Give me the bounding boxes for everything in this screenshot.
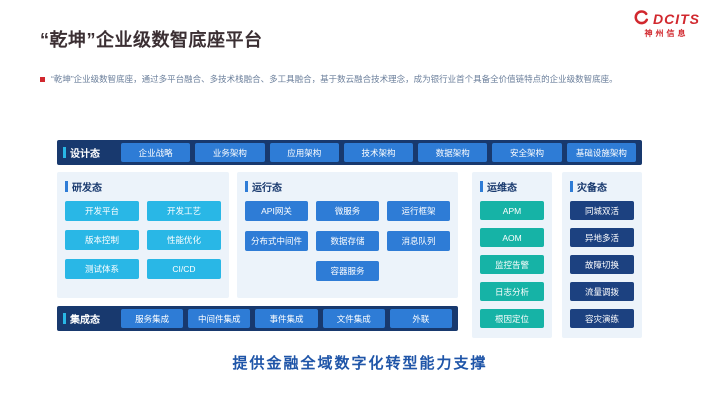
- ops-panel-label: 运维态: [480, 179, 544, 194]
- runtime-panel-items: API网关 微服务 运行框架 分布式中间件 数据存储 消息队列 容器服务: [245, 201, 450, 281]
- runtime-chip: 容器服务: [316, 261, 379, 281]
- runtime-chip: 运行框架: [387, 201, 450, 221]
- runtime-panel-label: 运行态: [245, 179, 450, 194]
- integration-chip: 外联: [389, 309, 453, 328]
- disaster-panel-label: 灾备态: [570, 179, 634, 194]
- intro-line: “乾坤”企业级数智底座，通过多平台融合、多技术栈融合、多工具融合，基于数云融合技…: [40, 74, 670, 86]
- label-tick-icon: [480, 181, 483, 192]
- integration-chip: 服务集成: [121, 309, 184, 328]
- dev-panel-items: 开发平台 开发工艺 版本控制 性能优化 测试体系 CI/CD: [65, 201, 221, 279]
- design-layer-items: 企业战略 业务架构 应用架构 技术架构 数据架构 安全架构 基础设施架构: [121, 143, 636, 162]
- disaster-chip: 故障切换: [570, 255, 634, 274]
- disaster-chip: 异地多活: [570, 228, 634, 247]
- ops-panel-label-text: 运维态: [487, 183, 517, 194]
- integration-layer-items: 服务集成 中间件集成 事件集成 文件集成 外联: [121, 309, 453, 328]
- logo-brand-text: DCITS: [653, 10, 700, 27]
- label-tick-icon: [570, 181, 573, 192]
- disaster-panel-items: 同城双活 异地多活 故障切换 流量调拨 容灾演练: [570, 201, 634, 328]
- dev-chip: 测试体系: [65, 259, 139, 279]
- label-tick-icon: [245, 181, 248, 192]
- runtime-chip: 消息队列: [387, 231, 450, 251]
- dev-panel: 研发态 开发平台 开发工艺 版本控制 性能优化 测试体系 CI/CD: [57, 172, 229, 298]
- design-chip: 基础设施架构: [566, 143, 636, 162]
- runtime-chip: 微服务: [316, 201, 379, 221]
- dev-chip: 性能优化: [147, 230, 221, 250]
- runtime-chip: 分布式中间件: [245, 231, 308, 251]
- label-tick-icon: [63, 147, 66, 158]
- ops-chip: 根因定位: [480, 309, 544, 328]
- design-layer-bar: 设计态 企业战略 业务架构 应用架构 技术架构 数据架构 安全架构 基础设施架构: [57, 140, 642, 165]
- ops-chip: 监控告警: [480, 255, 544, 274]
- bullet-square-icon: [40, 77, 45, 82]
- dev-panel-label-text: 研发态: [72, 183, 102, 194]
- design-layer-label: 设计态: [63, 145, 121, 160]
- disaster-panel-label-text: 灾备态: [577, 183, 607, 194]
- disaster-chip: 容灾演练: [570, 309, 634, 328]
- dev-chip: CI/CD: [147, 259, 221, 279]
- dev-panel-label: 研发态: [65, 179, 221, 194]
- ops-panel: 运维态 APM AOM 监控告警 日志分析 根因定位: [472, 172, 552, 338]
- runtime-chip: API网关: [245, 201, 308, 221]
- design-chip: 安全架构: [492, 143, 562, 162]
- footer-slogan: 提供金融全域数字化转型能力支撑: [232, 355, 488, 372]
- runtime-chip: 数据存储: [316, 231, 379, 251]
- label-tick-icon: [63, 313, 66, 324]
- ops-chip: AOM: [480, 228, 544, 247]
- label-tick-icon: [65, 181, 68, 192]
- logo-swoosh-icon: [634, 10, 649, 25]
- design-chip: 企业战略: [121, 143, 191, 162]
- design-chip: 数据架构: [418, 143, 488, 162]
- integration-layer-label-text: 集成态: [70, 315, 100, 326]
- ops-panel-items: APM AOM 监控告警 日志分析 根因定位: [480, 201, 544, 328]
- integration-layer-label: 集成态: [63, 311, 121, 326]
- integration-chip: 中间件集成: [188, 309, 251, 328]
- disaster-chip: 流量调拨: [570, 282, 634, 301]
- dev-chip: 开发工艺: [147, 201, 221, 221]
- design-chip: 应用架构: [269, 143, 339, 162]
- integration-layer-bar: 集成态 服务集成 中间件集成 事件集成 文件集成 外联: [57, 306, 458, 331]
- disaster-chip: 同城双活: [570, 201, 634, 220]
- logo-company-text: 神州信息: [644, 29, 689, 38]
- ops-chip: 日志分析: [480, 282, 544, 301]
- runtime-panel: 运行态 API网关 微服务 运行框架 分布式中间件 数据存储 消息队列 容器服务: [237, 172, 458, 298]
- intro-text: “乾坤”企业级数智底座，通过多平台融合、多技术栈融合、多工具融合，基于数云融合技…: [51, 74, 618, 84]
- integration-chip: 事件集成: [255, 309, 318, 328]
- integration-chip: 文件集成: [322, 309, 385, 328]
- design-chip: 业务架构: [195, 143, 265, 162]
- dev-chip: 开发平台: [65, 201, 139, 221]
- dev-chip: 版本控制: [65, 230, 139, 250]
- ops-chip: APM: [480, 201, 544, 220]
- slide-title: “乾坤”企业级数智底座平台: [40, 30, 263, 50]
- design-chip: 技术架构: [343, 143, 414, 162]
- runtime-panel-label-text: 运行态: [252, 183, 282, 194]
- disaster-recovery-panel: 灾备态 同城双活 异地多活 故障切换 流量调拨 容灾演练: [562, 172, 642, 338]
- design-layer-label-text: 设计态: [70, 149, 100, 160]
- dcits-logo: DCITS 神州信息: [633, 10, 700, 39]
